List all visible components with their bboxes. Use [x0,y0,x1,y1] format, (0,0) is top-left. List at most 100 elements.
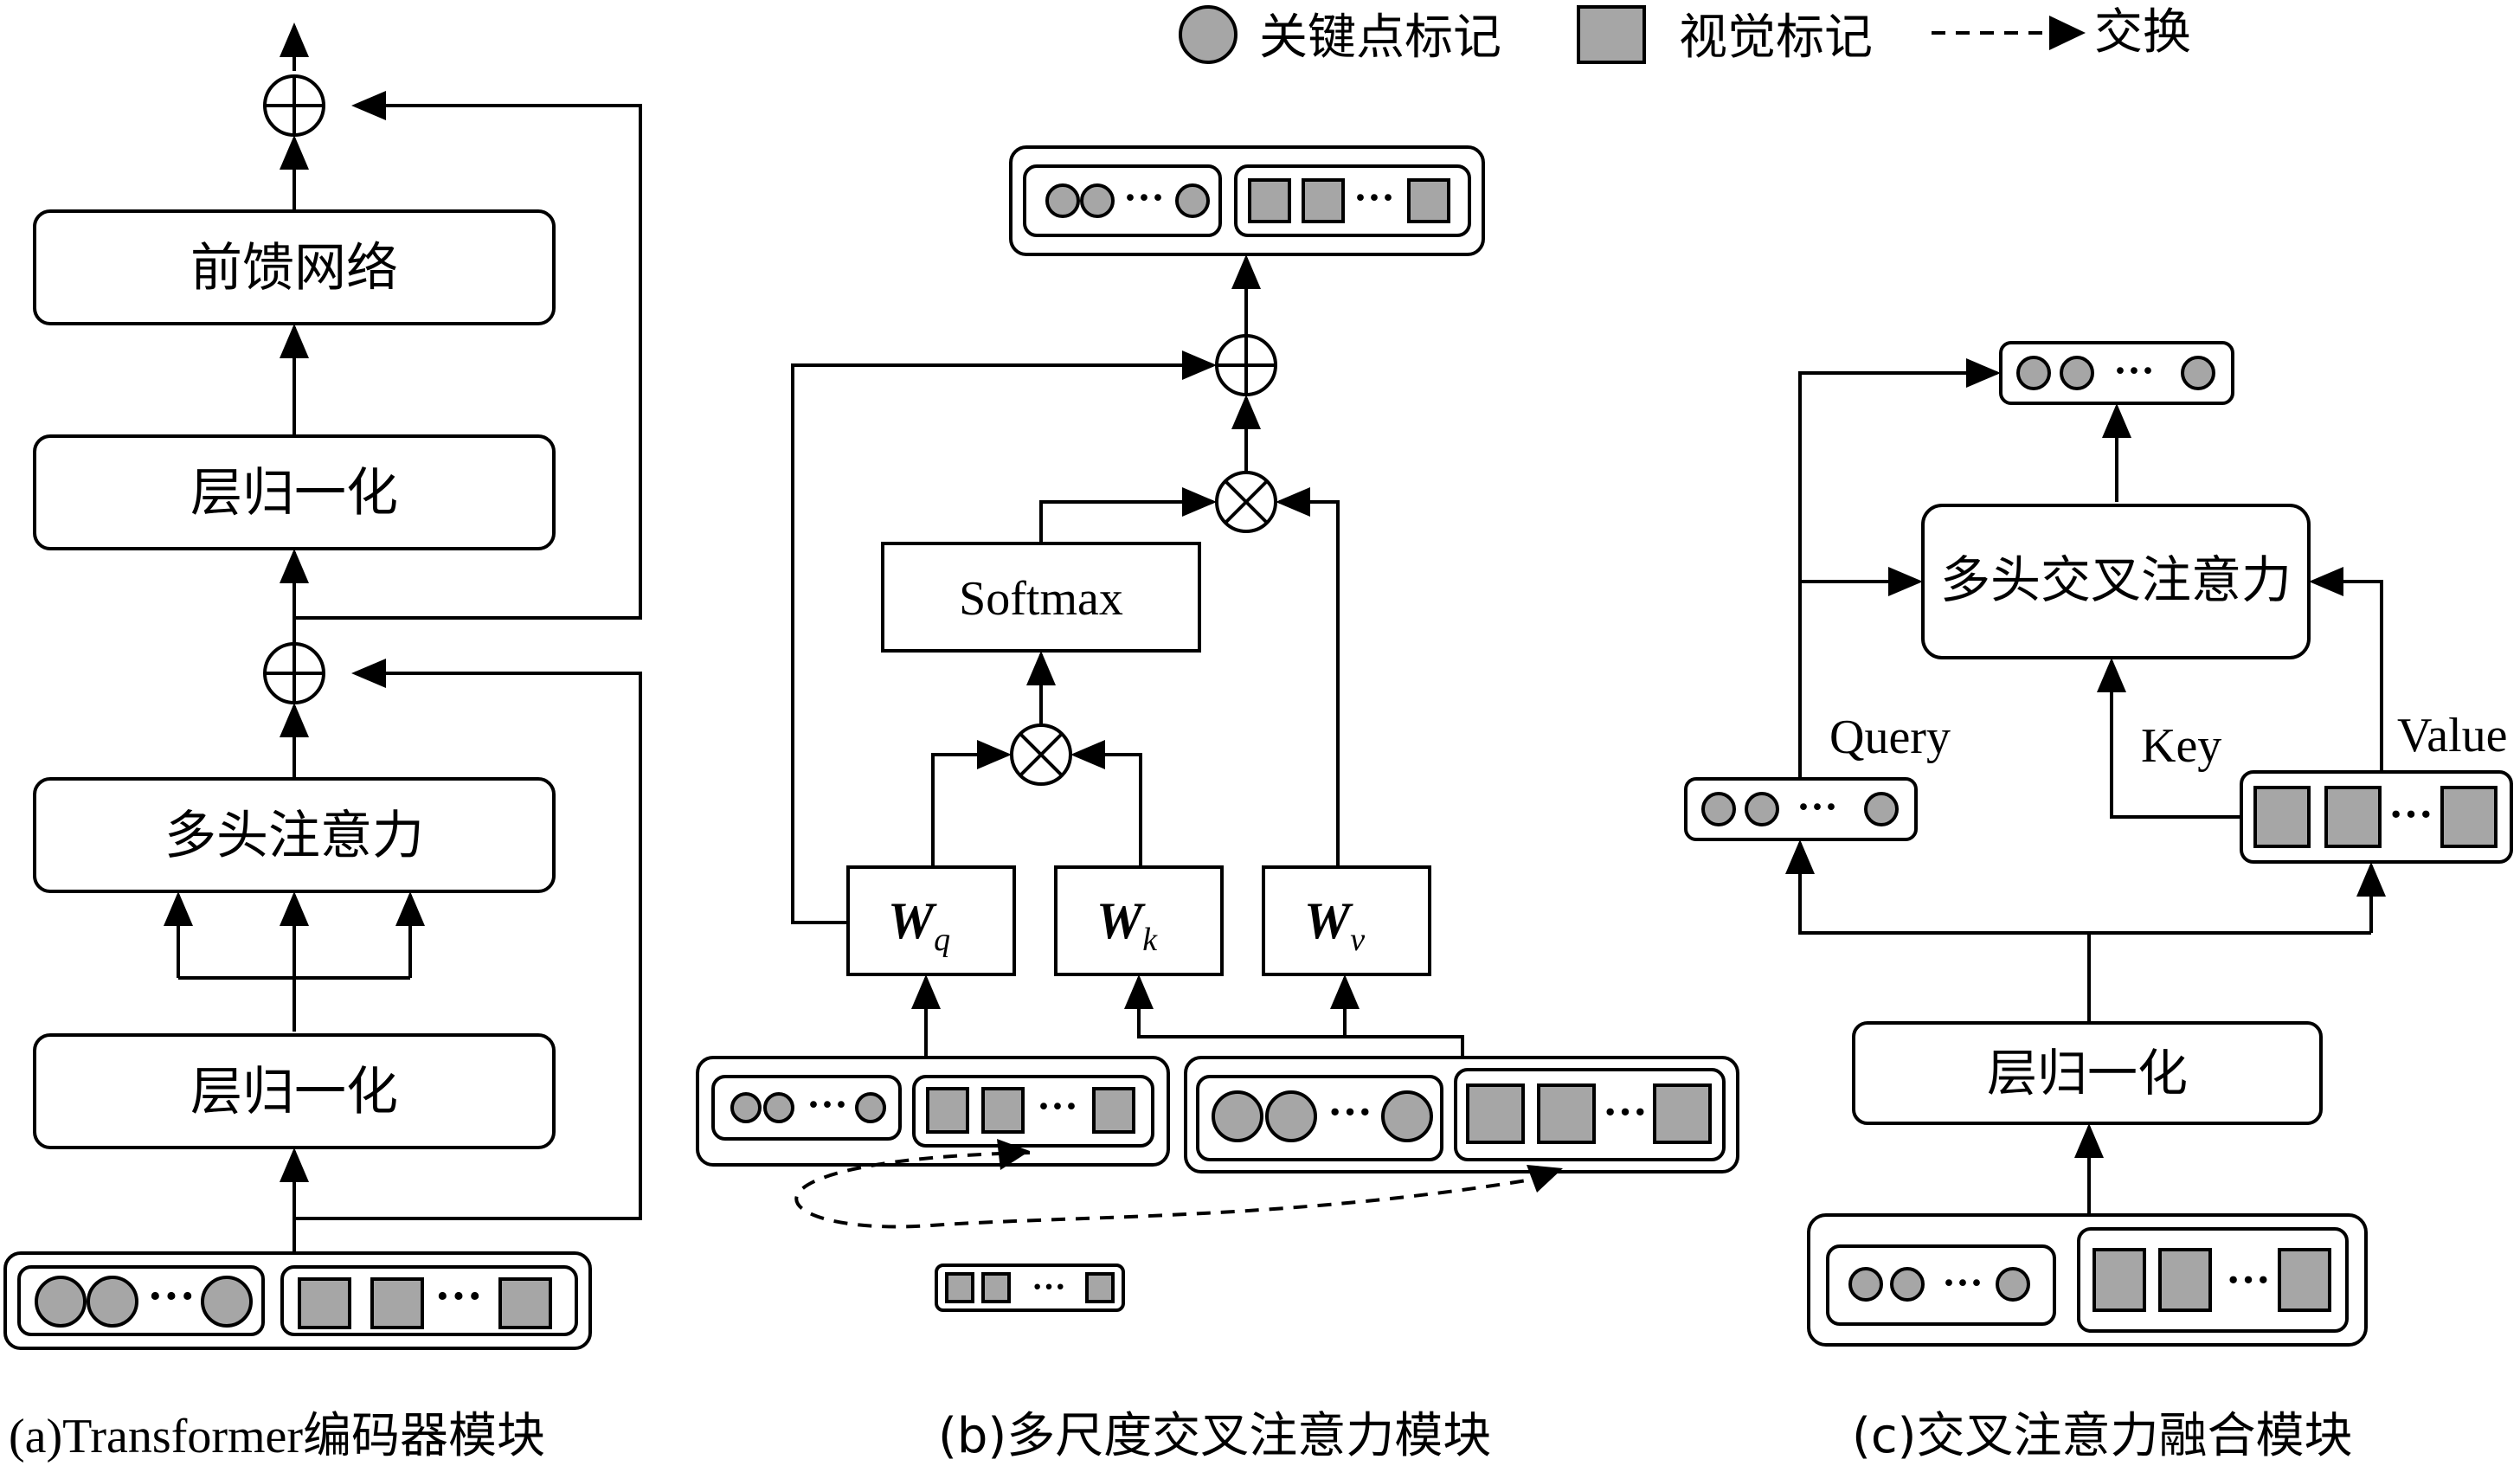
svg-text:Wq: Wq [888,892,950,958]
keypoint-token-icon [1080,183,1115,218]
panel-c-query-residual [1798,358,2001,779]
panel-c-mhca-label: 多头交叉注意力 [1940,550,2292,609]
panel-b-wq-box [846,865,1016,976]
panel-b-input-to-wk [1124,974,1464,1058]
ellipsis: ··· [1037,1083,1078,1129]
ellipsis: ··· [1942,1260,1983,1306]
ellipsis: ··· [2113,348,2155,394]
visual-token-icon [2278,1248,2331,1312]
panel-c-split-line [1798,931,2371,935]
ellipsis: ··· [434,1270,483,1323]
keypoint-token-icon [2016,356,2051,390]
svg-text:Wv: Wv [1304,892,1365,958]
legend-keypoint-label: 关键点标记 [1259,10,1501,66]
visual-token-icon [498,1277,552,1329]
panel-c-value-label: Value [2397,709,2508,762]
keypoint-token-icon [2060,356,2094,390]
panel-a-ffn-label: 前馈网络 [190,238,398,299]
visual-token-icon [1092,1087,1135,1134]
keypoint-token-icon [1890,1267,1925,1302]
panel-c-value-to-mhca [2309,567,2383,770]
panel-b-input-large-keypoint-group [1196,1075,1443,1161]
panel-b-multiply-bottom-icon [1010,723,1072,786]
panel-b-exchange-dashed-path [794,1151,1559,1229]
panel-b-wk-sub: k [1142,922,1158,958]
keypoint-token-icon [1045,183,1080,218]
visual-token-icon [1537,1083,1596,1144]
ellipsis: ··· [2226,1256,2271,1305]
panel-b-wv-label: W [1304,892,1353,949]
visual-token-icon [1085,1272,1115,1303]
keypoint-token-icon [1701,792,1736,826]
visual-token-icon [298,1277,351,1329]
panel-c-key-to-mhca [2097,658,2241,819]
ellipsis: ··· [1328,1088,1372,1137]
keypoint-token-icon [855,1092,886,1123]
visual-token-icon [370,1277,424,1329]
legend-visual-square-icon [1577,5,1646,64]
visual-token-icon [2440,786,2498,848]
panel-b-add-icon [1215,334,1277,396]
visual-token-icon [2158,1248,2212,1312]
panel-a-norm-bottom-label: 层归一化 [190,1062,398,1122]
visual-token-icon [1653,1083,1712,1144]
panel-b-input-small-keypoint-group [711,1075,902,1141]
panel-c-norm-label: 层归一化 [1987,1044,2188,1103]
panel-c-query-label: Query [1829,710,1951,764]
keypoint-token-icon [763,1092,794,1123]
visual-token-icon [2253,786,2311,848]
legend-keypoint-circle-icon [1179,5,1238,64]
legend-exchange-label: 交换 [2094,4,2191,61]
panel-c: ··· 多头交叉注意力 Query Key Value ··· ··· 层 [1684,341,2513,1464]
ellipsis: ··· [1603,1088,1648,1137]
panel-b-wk-box [1054,865,1224,976]
panel-c-caption: (c)交叉注意力融合模块 [1852,1408,2352,1464]
svg-text:Wk: Wk [1096,892,1158,958]
panel-b-wk-label: W [1096,892,1146,949]
ellipsis: ··· [2388,790,2433,839]
keypoint-token-icon [1175,183,1210,218]
keypoint-token-icon [1996,1267,2030,1302]
panel-b-wv-box [1262,865,1431,976]
panel-a-add-top-icon [263,74,325,137]
panel-a-add-mid-icon [263,642,325,704]
ellipsis: ··· [147,1270,196,1323]
panel-b: ··· ··· Softmax [696,145,1739,1464]
keypoint-token-icon [1848,1267,1883,1302]
ellipsis: ··· [1032,1267,1066,1306]
visual-token-icon [2092,1248,2146,1312]
visual-token-icon [945,1272,974,1303]
visual-token-icon [981,1272,1011,1303]
keypoint-token-icon [1745,792,1779,826]
ellipsis: ··· [1123,175,1165,221]
panel-b-wq-to-mul [931,740,1012,867]
panel-b-output-keypoint-group [1023,164,1222,237]
legend-exchange-arrowhead-icon [2049,16,2086,50]
panel-a-residual-top [294,91,642,620]
visual-token-icon [981,1087,1025,1134]
ellipsis: ··· [807,1082,848,1128]
panel-c-key-label: Key [2141,719,2221,773]
keypoint-token-icon [87,1276,138,1328]
panel-b-softmax-to-mul [1039,487,1217,543]
panel-a-mha-label: 多头注意力 [164,806,424,866]
panel-b-softmax-label: Softmax [959,572,1123,626]
ellipsis: ··· [1353,175,1395,221]
panel-a-caption: (a)Transformer编码器模块 [9,1410,545,1463]
keypoint-token-icon [201,1276,253,1328]
panel-b-wv-to-mul [1276,487,1340,867]
panel-b-wq-sub: q [934,922,950,958]
panel-b-caption: (b)多尺度交叉注意力模块 [938,1408,1491,1464]
visual-token-icon [1248,178,1291,223]
panel-c-input-keypoint-group [1826,1244,2056,1326]
panel-b-wk-to-mul [1070,740,1142,867]
keypoint-token-icon [1265,1090,1317,1142]
keypoint-token-icon [730,1092,762,1123]
panel-b-softmax-box [881,542,1201,653]
panel-a: 前馈网络 层归一化 多头注意力 层归一化 ··· [3,23,642,1463]
panel-b-wv-sub: v [1350,922,1365,958]
keypoint-token-icon [35,1276,87,1328]
panel-b-multiply-top-icon [1215,471,1277,533]
panel-a-residual-bottom [294,659,642,1220]
